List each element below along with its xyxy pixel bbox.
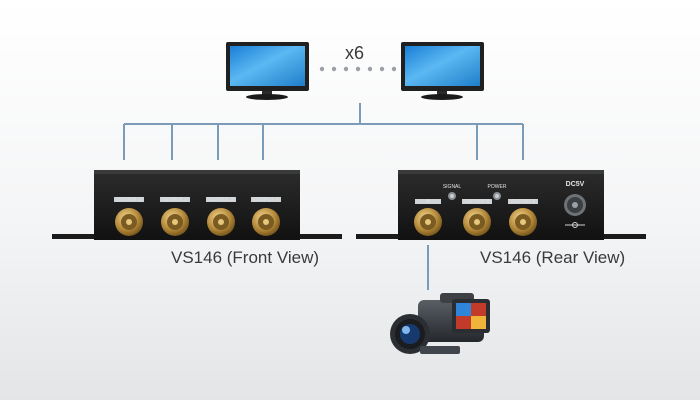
bnc-connector-icon: [206, 197, 236, 236]
rear-port-label: OUTPUT 5: [465, 199, 490, 205]
vs146-front-device: OUTPUT 1 OUTPUT 2 OUTPUT 3 OUTPUT 4: [52, 170, 342, 240]
bnc-connector-icon: [251, 197, 281, 236]
rear-port-label: IN: [426, 199, 431, 205]
power-led: [493, 192, 501, 200]
front-view-caption: VS146 (Front View): [171, 248, 320, 267]
front-port-label: OUTPUT 2: [163, 197, 188, 203]
monitor-icon: [401, 42, 484, 100]
front-port-label: OUTPUT 4: [254, 197, 279, 203]
rear-port-label: OUTPUT 6: [511, 199, 536, 205]
rear-view-caption: VS146 (Rear View): [480, 248, 626, 267]
monitor-icon: [226, 42, 309, 100]
signal-label: SIGNAL: [443, 184, 462, 190]
bnc-connector-icon: [160, 197, 190, 236]
bnc-connector-icon: [414, 199, 442, 236]
monitor-ellipsis: [319, 66, 397, 72]
front-port-label: OUTPUT 1: [117, 197, 142, 203]
dc-jack-icon: [564, 194, 586, 228]
front-port-label: OUTPUT 3: [209, 197, 234, 203]
bnc-connector-icon: [462, 199, 492, 236]
connector-lines: [123, 103, 524, 290]
camcorder-icon: [390, 293, 490, 354]
monitor-count: x6: [345, 43, 365, 63]
bnc-connector-icon: [508, 199, 538, 236]
signal-led: [448, 192, 456, 200]
vs146-rear-device: SIGNAL POWER IN OUTPUT 5 OUTPUT 6 DC5V: [356, 170, 646, 240]
bnc-connector-icon: [114, 197, 144, 236]
power-label: POWER: [488, 184, 507, 190]
dc-label: DC5V: [566, 181, 585, 188]
